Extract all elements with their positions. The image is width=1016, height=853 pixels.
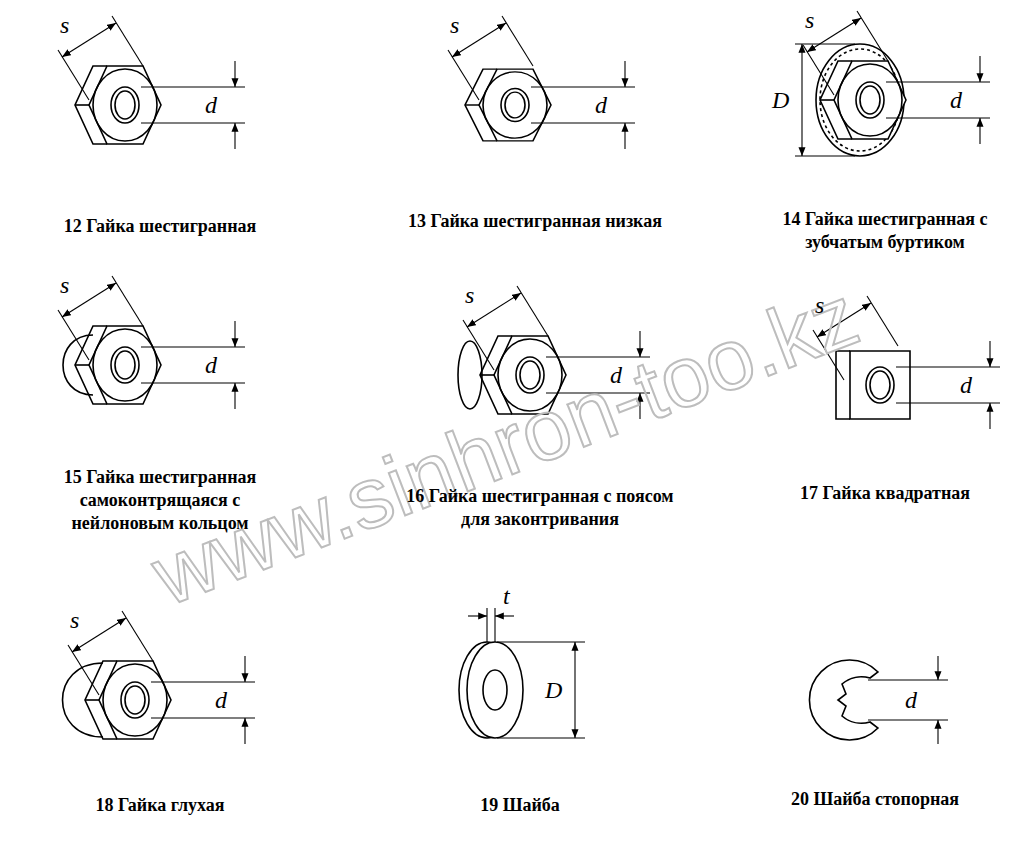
caption: 15 Гайка шестигранная самоконтрящаяся с … (30, 466, 290, 535)
caption: 12 Гайка шестигранная (30, 215, 290, 238)
caption: 13 Гайка шестигранная низкая (405, 210, 665, 233)
caption: 19 Шайба (420, 794, 620, 817)
dimension-letter: d (205, 353, 217, 377)
cap-nut (85, 661, 171, 739)
dimension-lines (68, 611, 255, 744)
dimension-letter: s (450, 13, 459, 37)
dimension-letter: s (805, 8, 814, 32)
dimension-letter: s (60, 273, 69, 297)
caption: 17 Гайка квадратная (760, 482, 1010, 505)
dimension-lines (58, 16, 245, 149)
dimension-letter: d (610, 363, 622, 387)
dimension-letter: d (905, 688, 917, 712)
dimension-letter: t (503, 584, 510, 608)
dimension-letter: s (70, 608, 79, 632)
watermark: www.sinhron-too.kz (141, 269, 869, 620)
dimension-letter: d (205, 93, 217, 117)
caption: 20 Шайба стопорная (745, 788, 1005, 811)
dimension-letter: s (465, 283, 474, 307)
locking-collar (458, 341, 482, 409)
caption: 16 Гайка шестигранная с поясом для закон… (400, 485, 680, 531)
dimension-letter: d (950, 88, 962, 112)
dimension-letter: s (815, 293, 824, 317)
dimension-letter: s (60, 13, 69, 37)
caption: 18 Гайка глухая (40, 794, 280, 817)
dimension-letter: D (545, 678, 562, 702)
dimension-lines (468, 608, 585, 738)
dimension-lines (795, 44, 855, 156)
dimension-lines (803, 11, 990, 144)
caption: 14 Гайка шестигранная с зубчатым буртико… (755, 208, 1015, 254)
dimension-letter: D (772, 88, 789, 112)
dimension-letter: d (215, 688, 227, 712)
hex-nut (75, 326, 161, 404)
washer (459, 642, 523, 738)
low-hex-nut (465, 69, 551, 141)
dimension-lines (448, 16, 635, 149)
hex-nut (75, 66, 161, 144)
dimension-lines (868, 656, 948, 744)
hex-nut (820, 61, 906, 139)
dimension-letter: d (960, 373, 972, 397)
dimension-lines (58, 276, 245, 409)
dimension-letter: d (595, 93, 607, 117)
retaining-clip (809, 660, 878, 740)
